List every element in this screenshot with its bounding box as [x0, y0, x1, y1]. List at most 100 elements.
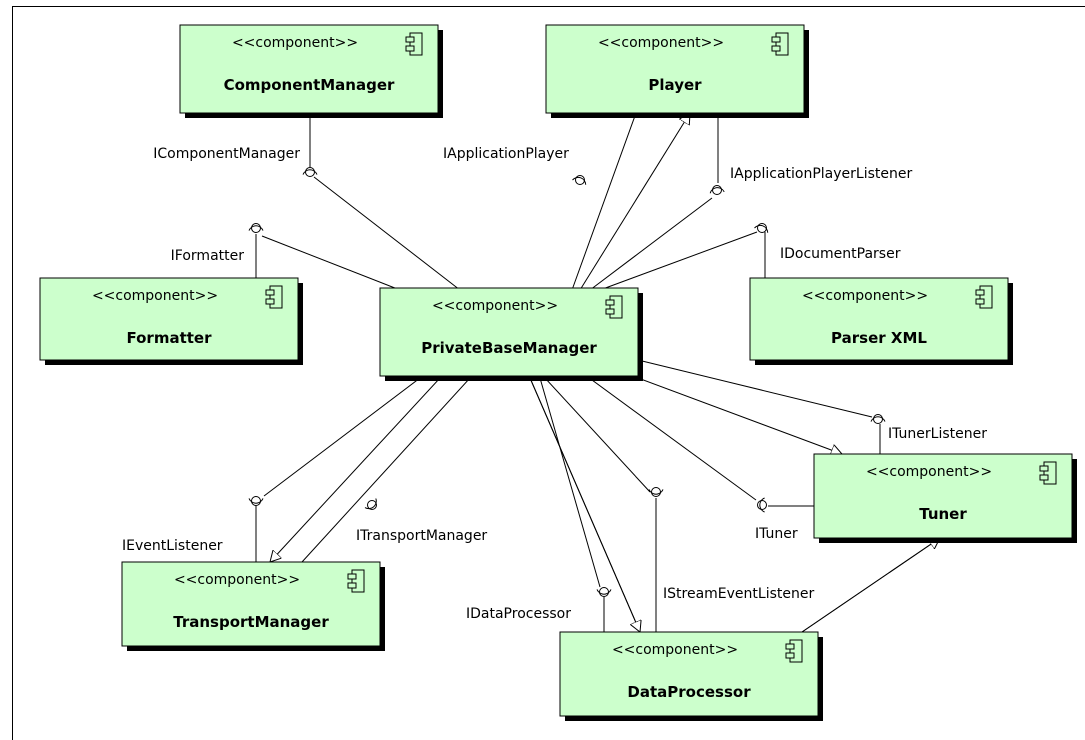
interface-iformatter[interactable] — [248, 223, 264, 233]
component-tuner[interactable]: <<component>> Tuner — [813, 453, 1077, 543]
component-box — [379, 287, 639, 377]
dependency-arrow — [270, 377, 441, 562]
required-interface-socket — [596, 589, 612, 595]
component-stereotype: <<component>> — [92, 288, 218, 304]
component-icon — [771, 32, 789, 56]
component-componentmanager[interactable]: <<component>> ComponentManager — [179, 24, 443, 118]
component-icon — [405, 32, 423, 56]
interface-iapplicationplayer[interactable] — [572, 175, 587, 185]
component-transportmanager[interactable]: <<component>> TransportManager — [121, 561, 385, 651]
provided-interface-ball — [251, 496, 261, 506]
component-icon — [1039, 461, 1057, 485]
required-interface-socket — [364, 498, 377, 510]
interface-itransportmanager[interactable] — [364, 498, 377, 510]
interface-label-istreameventlistener: IStreamEventListener — [663, 586, 814, 602]
component-stereotype: <<component>> — [232, 35, 358, 51]
interface-label-iapplicationplayerlistener: IApplicationPlayerListener — [730, 166, 912, 182]
connector-line — [599, 231, 758, 291]
required-interface-socket — [648, 489, 664, 495]
component-icon — [785, 639, 803, 663]
component-icon — [605, 295, 623, 319]
interface-layer — [248, 167, 886, 597]
provided-interface-ball — [251, 223, 261, 233]
dependency-arrow — [637, 377, 842, 454]
required-interface-socket — [572, 176, 587, 185]
connector-layer — [255, 112, 940, 633]
component-icon — [265, 285, 283, 309]
interface-label-ieventlistener: IEventListener — [122, 538, 223, 554]
connector-line — [539, 377, 601, 588]
required-interface-socket — [248, 498, 264, 504]
component-name: Tuner — [919, 505, 967, 523]
provided-interface-ball — [305, 167, 315, 177]
interface-idataprocessor[interactable] — [596, 587, 612, 597]
component-name: Parser XML — [831, 329, 927, 347]
component-parserxml[interactable]: <<component>> Parser XML — [749, 277, 1013, 365]
connector-line — [589, 197, 713, 291]
provided-interface-ball — [367, 500, 377, 510]
provided-interface-ball — [599, 587, 609, 597]
diagram-frame — [12, 6, 1085, 740]
required-interface-socket — [302, 169, 318, 175]
component-box — [559, 631, 819, 717]
required-interface-socket — [870, 416, 886, 422]
component-stereotype: <<component>> — [174, 572, 300, 588]
component-player[interactable]: <<component>> Player — [545, 24, 809, 118]
provided-interface-ball — [651, 487, 661, 497]
dependency-arrow — [579, 113, 690, 291]
component-icon — [347, 569, 365, 593]
connector-line — [544, 377, 651, 493]
component-icon — [975, 285, 993, 309]
component-formatter[interactable]: <<component>> Formatter — [39, 277, 303, 365]
connector-line — [571, 112, 637, 291]
component-box — [39, 277, 299, 361]
connector-line — [301, 377, 471, 563]
interface-iapplicationplayerlistener[interactable] — [709, 185, 725, 195]
component-stereotype: <<component>> — [802, 288, 928, 304]
component-name: ComponentManager — [224, 76, 395, 94]
component-box — [749, 277, 1009, 361]
required-interface-socket — [759, 497, 765, 513]
component-box — [545, 24, 805, 114]
component-layer: <<component>>ComponentManager<<component… — [39, 24, 1077, 721]
component-privatebasemanager[interactable]: <<component>> PrivateBaseManager — [379, 287, 643, 381]
interface-ieventlistener[interactable] — [248, 496, 264, 506]
connector-line — [637, 359, 873, 418]
interface-label-itunerlistener: ITunerListener — [888, 426, 987, 442]
component-stereotype: <<component>> — [612, 642, 738, 658]
connector-line — [591, 379, 757, 501]
interface-label-idocumentparser: IDocumentParser — [780, 246, 901, 262]
interface-label-layer: IComponentManager IApplicationPlayerIAppl… — [122, 146, 987, 622]
interface-label-iapplicationplayer: IApplicationPlayer — [443, 146, 569, 162]
interface-label-idataprocessor: IDataProcessor — [466, 606, 571, 622]
interface-label-icomponentmanager: IComponentManager — [153, 146, 300, 162]
component-box — [121, 561, 381, 647]
interface-idocumentparser[interactable] — [754, 223, 769, 233]
component-name: PrivateBaseManager — [421, 339, 597, 357]
component-stereotype: <<component>> — [598, 35, 724, 51]
connector-line — [313, 176, 461, 291]
interface-istreameventlistener[interactable] — [648, 487, 664, 497]
provided-interface-ball — [757, 500, 767, 510]
connector-line — [263, 377, 421, 497]
interface-label-iformatter: IFormatter — [171, 248, 245, 264]
dependency-arrow — [529, 377, 640, 632]
component-name: TransportManager — [173, 613, 329, 631]
required-interface-socket — [248, 225, 264, 231]
provided-interface-ball — [873, 414, 883, 424]
required-interface-socket — [709, 187, 725, 194]
interface-label-ituner: ITuner — [755, 526, 798, 542]
dependency-arrow — [801, 538, 940, 633]
interface-ituner[interactable] — [757, 497, 767, 513]
component-name: DataProcessor — [627, 683, 751, 701]
component-dataprocessor[interactable]: <<component>> DataProcessor — [559, 631, 823, 721]
component-box — [813, 453, 1073, 539]
component-stereotype: <<component>> — [866, 464, 992, 480]
component-name: Formatter — [126, 329, 212, 347]
component-name: Player — [648, 76, 702, 94]
interface-icomponentmanager[interactable] — [302, 167, 318, 177]
interface-label-itransportmanager: ITransportManager — [356, 528, 487, 544]
interface-itunerlistener[interactable] — [870, 414, 886, 424]
component-stereotype: <<component>> — [432, 298, 558, 314]
